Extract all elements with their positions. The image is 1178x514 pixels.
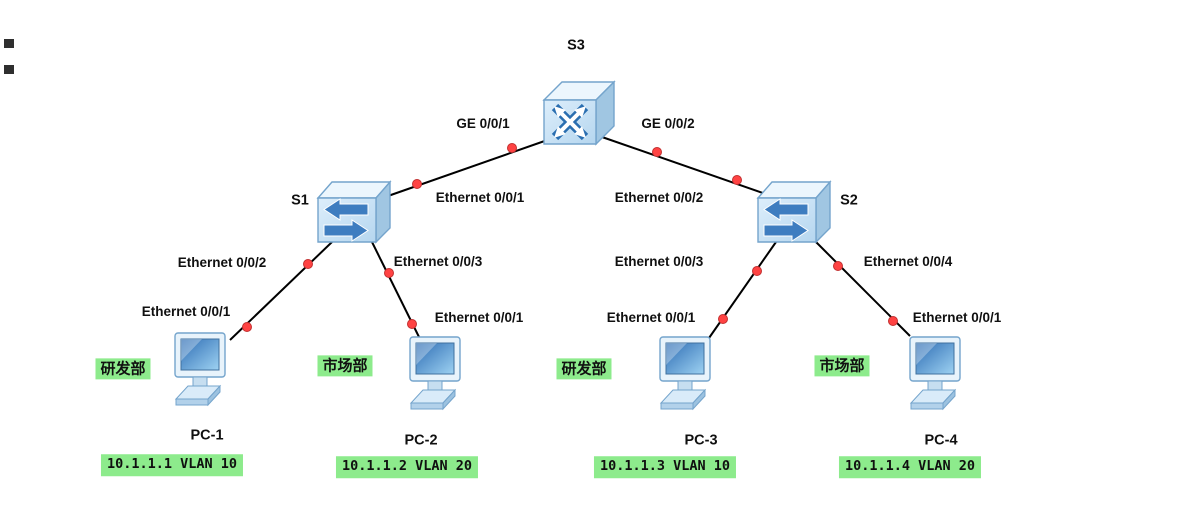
pc-stand: [927, 380, 943, 391]
switch-s1[interactable]: [316, 180, 392, 244]
port-up-indicator: [412, 179, 422, 189]
switch-arrow-left-icon: [323, 198, 369, 221]
pc-keyboard-side: [942, 388, 956, 411]
port-up-indicator: [888, 316, 898, 326]
core-switch-s3[interactable]: [542, 80, 616, 146]
pc-screen: [915, 342, 955, 375]
port-up-indicator: [718, 314, 728, 324]
pc-screen-glare: [916, 343, 937, 365]
port-up-indicator: [652, 147, 662, 157]
pc-keyboard-side: [207, 384, 221, 407]
port-up-indicator: [407, 319, 417, 329]
pc-screen-glare: [666, 343, 687, 365]
links-layer: [229, 136, 911, 341]
pc-keyboard-front: [175, 398, 209, 406]
pc-stand: [192, 376, 208, 387]
port-up-indicator: [833, 261, 843, 271]
pc-pc-1[interactable]: [174, 332, 226, 407]
core-arrow-icon: [568, 106, 586, 124]
pc-keyboard-side: [692, 388, 706, 411]
pc-pc-4[interactable]: [909, 336, 961, 411]
link-s2-pc3[interactable]: [708, 241, 777, 339]
pc-screen: [665, 342, 705, 375]
core-arrow-icon: [568, 120, 586, 138]
port-up-indicator: [384, 268, 394, 278]
pc-stand: [677, 380, 693, 391]
switch-s2[interactable]: [756, 180, 832, 244]
port-indicators-layer: [242, 143, 898, 332]
switch-arrow-right-icon: [323, 219, 369, 242]
pc-screen-glare: [181, 339, 202, 361]
clipped-edge-icon: [4, 65, 14, 74]
pc-pc-3[interactable]: [659, 336, 711, 411]
edge-artifacts-layer: [4, 39, 14, 74]
pc-keyboard-front: [410, 402, 444, 410]
switch-arrow-left-icon: [763, 198, 809, 221]
port-up-indicator: [752, 266, 762, 276]
port-up-indicator: [732, 175, 742, 185]
pc-pc-2[interactable]: [409, 336, 461, 411]
port-up-indicator: [303, 259, 313, 269]
port-up-indicator: [507, 143, 517, 153]
pc-keyboard-front: [910, 402, 944, 410]
pc-screen: [415, 342, 455, 375]
pc-screen: [180, 338, 220, 371]
pc-stand: [427, 380, 443, 391]
clipped-edge-icon: [4, 39, 14, 48]
core-arrow-icon: [554, 106, 572, 124]
core-arrow-icon: [554, 120, 572, 138]
devices-layer: [174, 80, 961, 411]
switch-arrow-right-icon: [763, 219, 809, 242]
pc-screen-glare: [416, 343, 437, 365]
pc-keyboard-front: [660, 402, 694, 410]
port-up-indicator: [242, 322, 252, 332]
pc-keyboard-side: [442, 388, 456, 411]
